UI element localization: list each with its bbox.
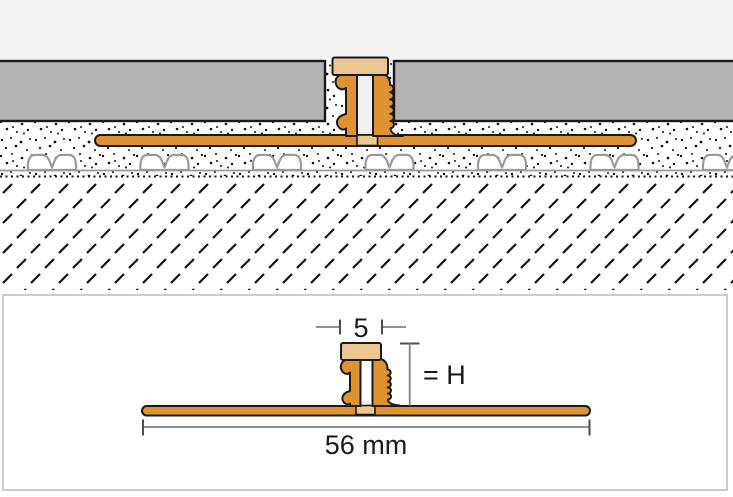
dim-overall-width-line: [142, 419, 591, 436]
movement-insert-base: [355, 404, 376, 416]
installation-cross-section: [0, 0, 733, 290]
movement-insert-cap: [340, 342, 382, 361]
wall-background: [0, 0, 733, 60]
profile-right-wall: [372, 72, 404, 137]
tile-right: [392, 59, 733, 123]
dim-joint-width-line: [316, 319, 406, 335]
dim-height-line: [400, 342, 420, 406]
dim-height-label: = H: [423, 360, 466, 390]
substrate-hatch: [0, 182, 733, 290]
tile-left: [0, 59, 327, 123]
profile-dimension-drawing: [141, 319, 591, 436]
joint-cavity: [356, 74, 374, 135]
trowel-adhesive-ridges: [26, 153, 733, 172]
movement-insert-cap: [331, 56, 389, 76]
profile-left-wall: [334, 72, 358, 137]
dim-overall-width-label: 56 mm: [324, 430, 408, 460]
dim-joint-width-label: 5: [353, 313, 369, 343]
movement-insert-base: [356, 134, 379, 147]
profile-left-wall: [339, 358, 362, 407]
profile-detail-panel: [2, 294, 728, 491]
profile-right-wall: [371, 358, 401, 407]
